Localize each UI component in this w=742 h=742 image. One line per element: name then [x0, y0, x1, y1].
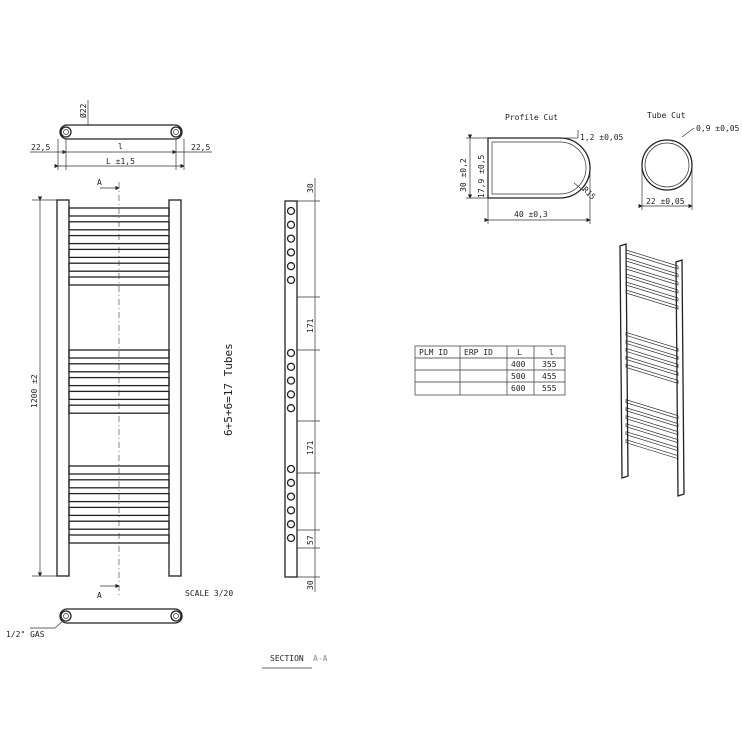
tube-cut: Tube Cut 0,9 ±0,05 22 ±0,05	[638, 111, 740, 210]
section-hole	[286, 492, 296, 501]
section-dim-0: 30	[306, 183, 315, 193]
bottom-collector-bar	[59, 608, 183, 624]
perspective-tube	[625, 407, 679, 428]
inner-length-label: l	[118, 142, 123, 151]
section-hole	[286, 533, 296, 543]
perspective-tube	[625, 273, 679, 294]
bottom-view: 1/2" GAS	[6, 608, 183, 639]
right-collector-circle	[170, 126, 182, 138]
profile-cut-title: Profile Cut	[505, 113, 558, 122]
section-holes	[286, 206, 296, 543]
scale-label: SCALE 3/20	[185, 589, 233, 598]
top-view: Ø22 l L ±1,5 22,5 22,5	[30, 100, 212, 170]
right-offset-label: 22,5	[191, 143, 210, 152]
front-view: A A 1200 ±2 6+5+6=17 Tubes SCALE 3/20	[30, 178, 235, 600]
section-marker-bottom: A	[97, 591, 102, 600]
top-diameter-label: Ø22	[78, 103, 88, 118]
table-header-plm: PLM ID	[419, 348, 448, 357]
size-table: PLM ID ERP ID L l 400 355 500 455 600 55…	[414, 345, 566, 396]
perspective-tube	[625, 415, 679, 436]
section-hole	[286, 478, 296, 487]
left-collector	[56, 199, 70, 577]
perspective-tube	[625, 423, 679, 444]
section-marker-top: A	[97, 178, 102, 187]
section-hole	[286, 220, 296, 229]
perspective-tube	[625, 339, 679, 360]
section-hole	[286, 464, 296, 474]
tube	[68, 479, 170, 489]
perspective-tube	[625, 281, 679, 302]
table-cell-L: 600	[511, 384, 526, 393]
section-hole	[286, 348, 296, 358]
overall-length-label: L ±1,5	[106, 157, 135, 166]
perspective-tube	[625, 289, 679, 310]
perspective-tube	[625, 439, 679, 460]
perspective-tube	[625, 431, 679, 452]
section-hole	[286, 520, 296, 529]
gas-label: 1/2" GAS	[6, 630, 45, 639]
table-cell-l: 455	[542, 372, 557, 381]
profile-wall-label: 1,2 ±0,05	[580, 133, 624, 142]
table-cell-L: 400	[511, 360, 526, 369]
tube-count-label: 6+5+6=17 Tubes	[222, 343, 235, 436]
section-hole	[286, 234, 296, 243]
tube	[68, 363, 170, 373]
section-dim-1: 171	[306, 318, 315, 333]
tube	[68, 349, 170, 359]
perspective-tube	[625, 331, 679, 352]
section-hole	[286, 362, 296, 371]
perspective-tube	[625, 355, 679, 376]
profile-radius-label: R15	[581, 185, 598, 202]
section-dim-3: 57	[306, 535, 315, 545]
section-dim-2: 171	[306, 440, 315, 455]
profile-outer-height-label: 30 ±0,2	[459, 158, 468, 192]
section-hole	[286, 390, 296, 399]
tube-wall-label: 0,9 ±0,05	[696, 124, 740, 133]
perspective-tube	[625, 363, 679, 384]
section-view: 30 171 171 57 30 SECTION A-A	[262, 178, 328, 669]
section-collector	[284, 200, 298, 578]
section-hole	[286, 248, 296, 257]
table-cell-l: 555	[542, 384, 557, 393]
table-header-l: l	[549, 348, 554, 357]
section-hole	[286, 506, 296, 515]
perspective-view	[619, 243, 685, 497]
top-collector-bar	[59, 124, 183, 140]
tube	[68, 492, 170, 503]
table-cell-L: 500	[511, 372, 526, 381]
left-collector-circle	[60, 126, 72, 138]
profile-width-label: 40 ±0,3	[514, 210, 548, 219]
perspective-tube	[625, 257, 679, 278]
section-label-id: A-A	[313, 654, 328, 663]
table-cell-l: 355	[542, 360, 557, 369]
perspective-tube	[625, 347, 679, 368]
section-hole	[286, 262, 296, 271]
section-hole	[286, 376, 296, 385]
section-dim-4: 30	[306, 580, 315, 590]
section-hole	[286, 275, 296, 285]
perspective-tubes	[625, 249, 679, 460]
profile-cut: Profile Cut 1,2 ±0,05 30 ±0,2 17,9 ±0,5 …	[459, 113, 624, 224]
perspective-tube	[625, 265, 679, 286]
section-hole	[286, 206, 296, 216]
tube-diameter-label: 22 ±0,05	[646, 197, 685, 206]
tube-group	[68, 207, 170, 544]
perspective-tube	[625, 399, 679, 420]
tube-cut-title: Tube Cut	[647, 111, 686, 120]
profile-inner-height-label: 17,9 ±0,5	[477, 154, 486, 198]
perspective-tube	[625, 249, 679, 270]
section-hole	[286, 404, 296, 413]
right-collector	[168, 199, 182, 577]
table-header-erp: ERP ID	[464, 348, 493, 357]
left-offset-label: 22,5	[31, 143, 50, 152]
section-label: SECTION	[270, 654, 304, 663]
height-label: 1200 ±2	[30, 374, 39, 408]
table-header-L: L	[517, 348, 522, 357]
